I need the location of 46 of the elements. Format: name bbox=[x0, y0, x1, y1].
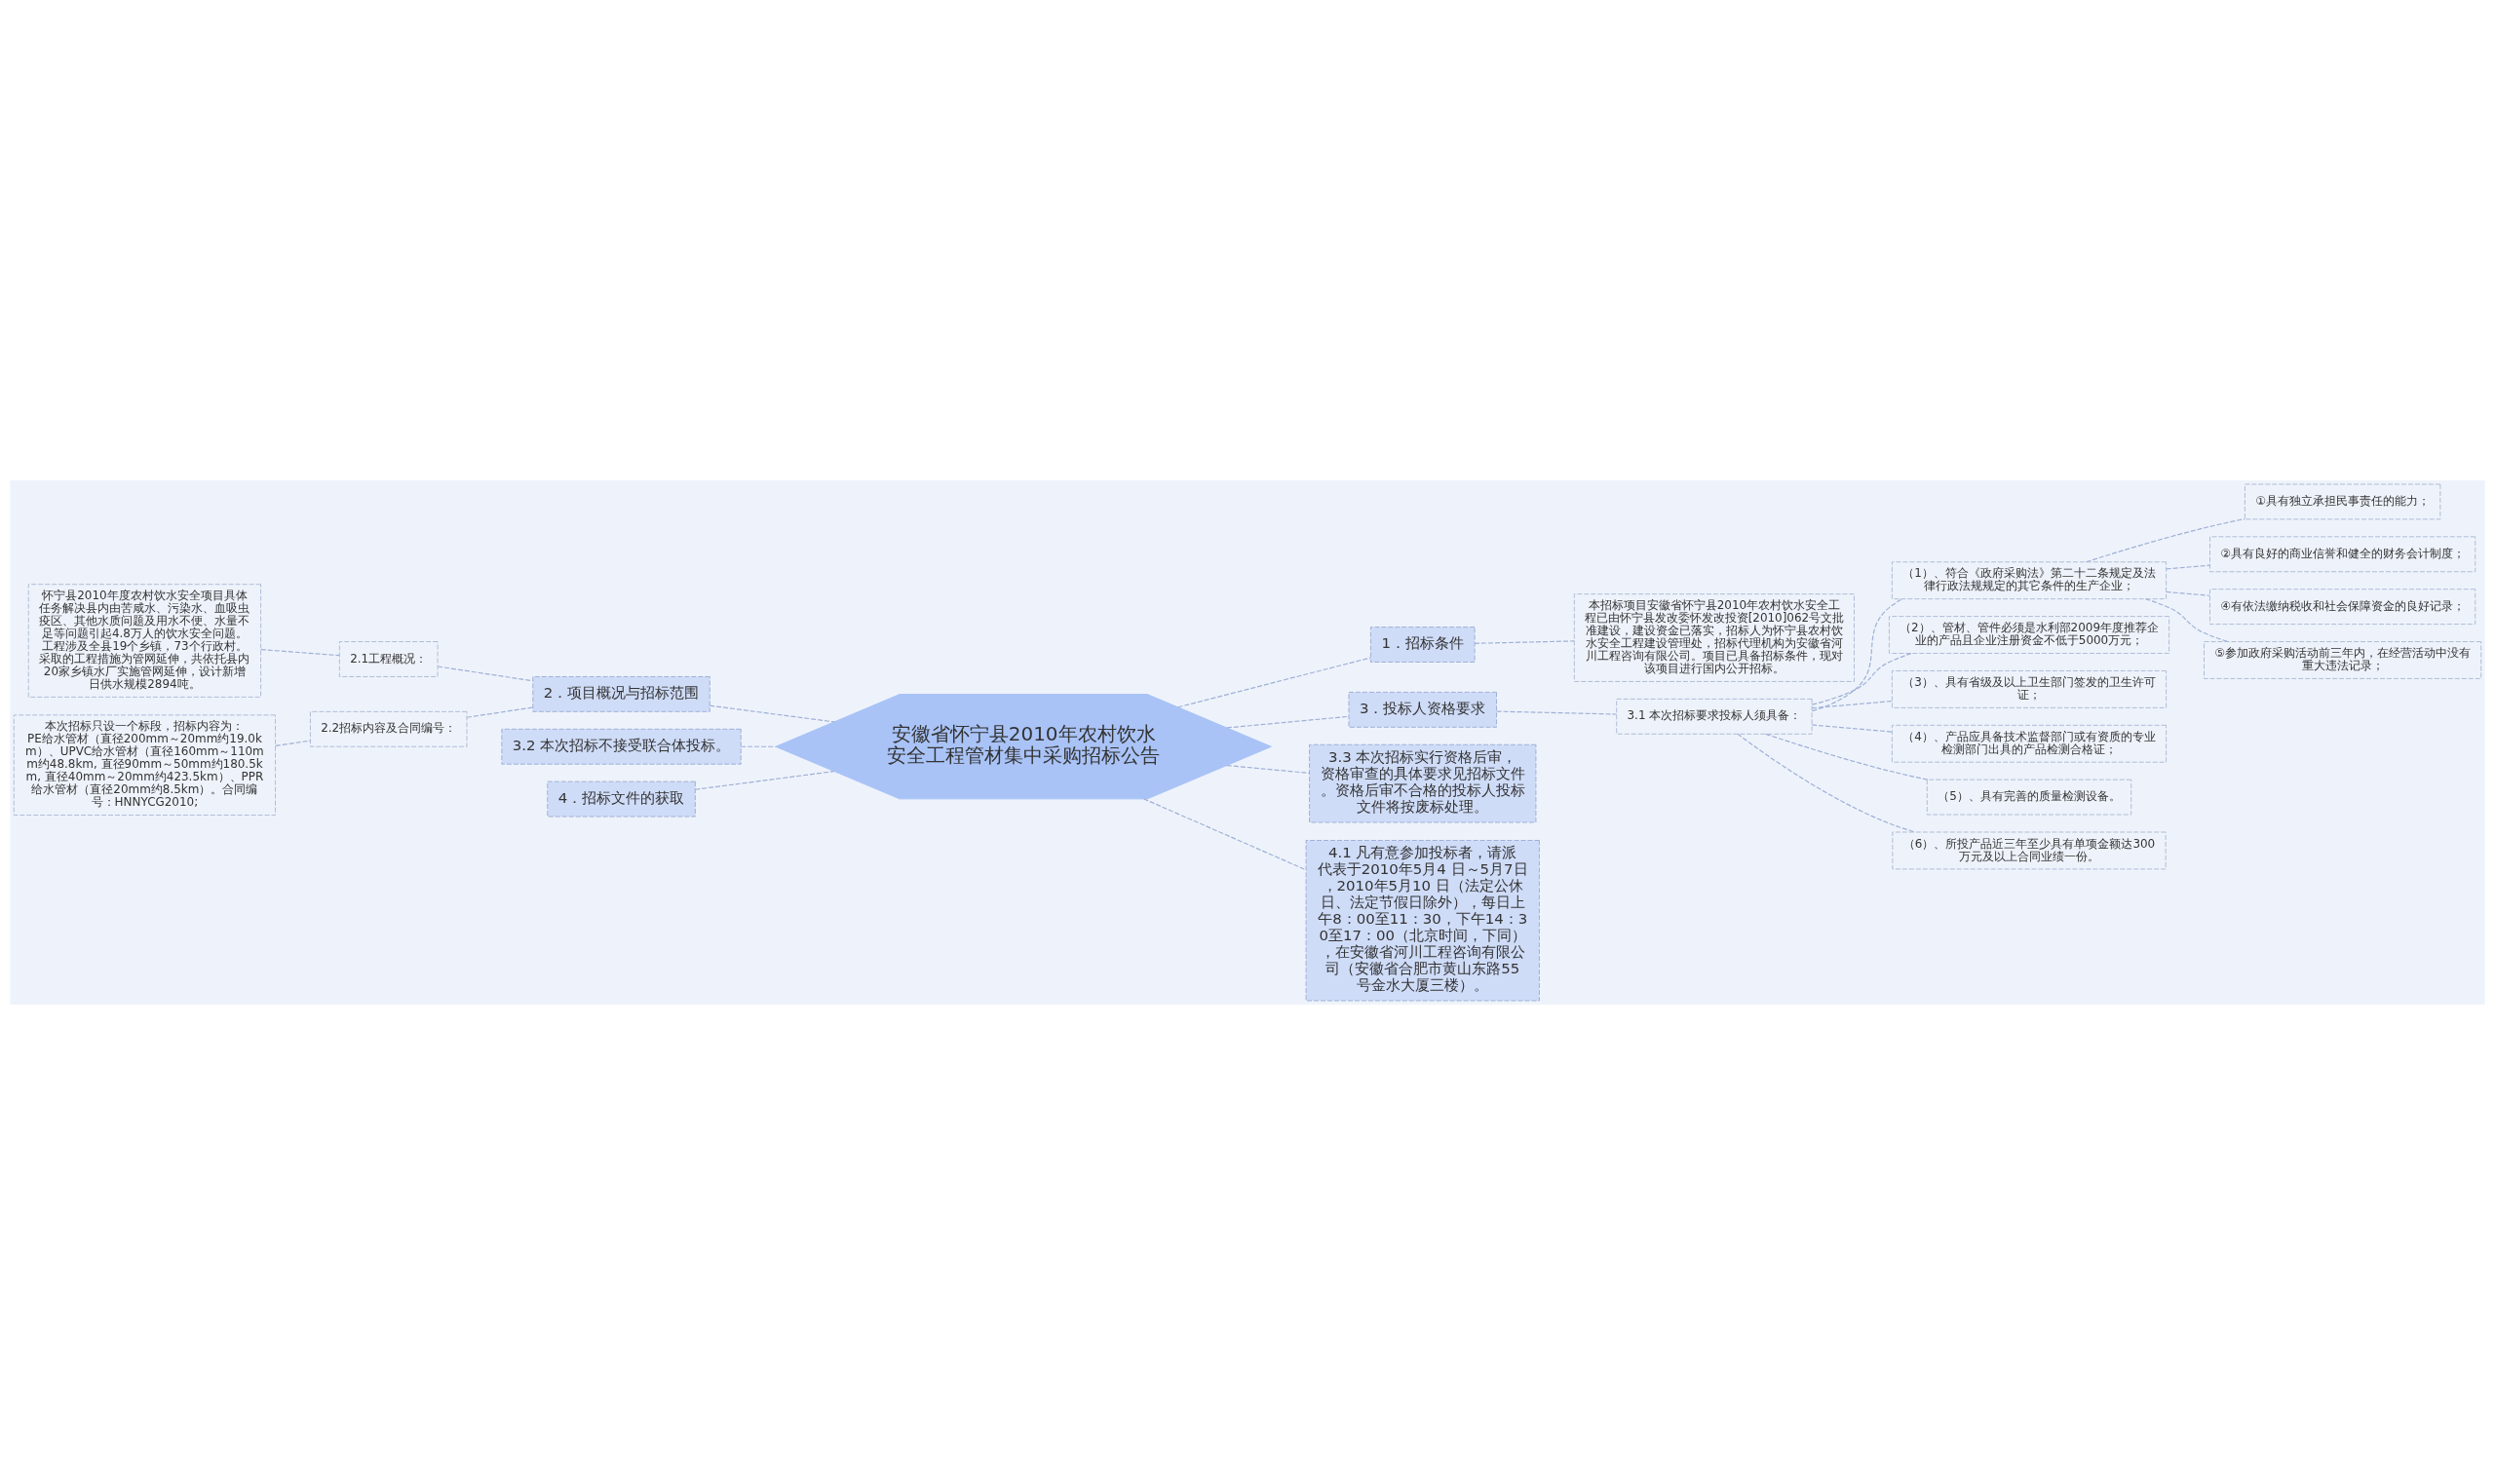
connector bbox=[260, 648, 340, 656]
node-box: 2．项目概况与招标范围 bbox=[532, 675, 710, 712]
node-box: ①具有独立承担民事责任的能力； bbox=[2244, 483, 2441, 519]
node-box: 2.1工程概况： bbox=[338, 640, 439, 677]
connector bbox=[2144, 597, 2229, 642]
node-box: 3.3 本次招标实行资格后审，资格审查的具体要求见招标文件。资格后审不合格的投标人投标文件将按废标处理。 bbox=[1309, 743, 1537, 822]
node-box: 3.2 本次招标不接受联合体投标。 bbox=[501, 728, 742, 765]
node-box: （4）、产品应具备技术监督部门或有资质的专业检测部门出具的产品检测合格证； bbox=[1891, 724, 2168, 763]
node-box: （5）、具有完善的质量检测设备。 bbox=[1926, 779, 2132, 816]
node-box: 2.2招标内容及合同编号： bbox=[309, 710, 468, 747]
connector bbox=[1474, 639, 1575, 644]
node-box: （1）、符合《政府采购法》第二十二条规定及法律行政法规规定的其它条件的生产企业； bbox=[1891, 560, 2168, 599]
connector bbox=[275, 740, 311, 746]
connector bbox=[694, 770, 835, 790]
connector bbox=[1226, 764, 1310, 774]
connector bbox=[740, 745, 777, 747]
connector bbox=[1811, 652, 1912, 705]
connector bbox=[2085, 517, 2246, 562]
node-box: 4.1 凡有意参加投标者，请派代表于2010年5月4 日～5月7日，2010年5月10 日（法定公休日、法定节假日除外），每日上午8：00至11：30，下午14：30至17：00（北京时间，下同），在安徽省河川工程咨询有限公司（安徽省合肥市黄山东路55号金水大厦三楼）。 bbox=[1305, 839, 1540, 1001]
node-box: ②具有良好的商业信誉和健全的财务会计制度； bbox=[2209, 535, 2476, 572]
node-box: ⑤参加政府采购活动前三年内，在经营活动中没有重大违法记录； bbox=[2204, 640, 2482, 679]
connector bbox=[1811, 597, 1903, 711]
connector bbox=[1226, 715, 1350, 729]
connector bbox=[1811, 700, 1893, 708]
connector bbox=[2166, 590, 2210, 596]
node-box: ④有依法缴纳税收和社会保障资金的良好记录； bbox=[2209, 588, 2476, 625]
connector bbox=[709, 704, 835, 722]
node-box: 本次招标只设一个标段，招标内容为： PE给水管材（直径200mm～20mm约19.0km）、UPVC给水管材（直径160mm～110mm约48.8km, 直径90mm～50mm约180.5km, 直径40mm～20mm约423.5km）、PPR给水管材（直径20mm约8.5km）。合同编号：HNNYCG2010; bbox=[13, 713, 277, 816]
node-box: 1．招标条件 bbox=[1369, 626, 1476, 663]
node-box: 3.1 本次招标要求投标人须具备： bbox=[1616, 698, 1813, 735]
node-box: 3．投标人资格要求 bbox=[1348, 691, 1498, 728]
connector bbox=[437, 665, 534, 681]
node-box: 4．招标文件的获取 bbox=[547, 780, 696, 818]
connector bbox=[1496, 710, 1618, 715]
node-box: 本招标项目安徽省怀宁县2010年农村饮水安全工程已由怀宁县发改委怀发改投资[2010]062号文批准建设，建设资金已落实，招标人为怀宁县农村饮水安全工程建设管理处，招标代理机构为安徽省河川工程咨询有限公司。项目已具备招标条件，现对该项目进行国内公开招标。 bbox=[1573, 592, 1855, 682]
connector bbox=[1143, 797, 1307, 870]
node-box: 怀宁县2010年度农村饮水安全项目具体任务解决县内由苦咸水、污染水、血吸虫疫区、其他水质问题及用水不便、水量不足等问题引起4.8万人的饮水安全问题。工程涉及全县19个乡镇，73个行政村。采取的工程措施为管网延伸，共依托县内20家乡镇水厂实施管网延伸，设计新增日供水规模2894吨。 bbox=[27, 583, 262, 698]
node-box: （2）、管材、管件必须是水利部2009年度推荐企业的产品且企业注册资金不低于5000万元； bbox=[1888, 615, 2170, 654]
connector bbox=[466, 705, 534, 718]
connector bbox=[1737, 733, 1916, 833]
node-box: （6）、所投产品近三年至少具有单项金额达300万元及以上合同业绩一份。 bbox=[1892, 831, 2167, 869]
connector bbox=[1811, 723, 1893, 733]
connector bbox=[1765, 733, 1929, 780]
node-box: （3）、具有省级及以上卫生部门签发的卫生许可证； bbox=[1891, 669, 2168, 708]
connector bbox=[1177, 656, 1371, 707]
connector bbox=[2166, 564, 2210, 570]
